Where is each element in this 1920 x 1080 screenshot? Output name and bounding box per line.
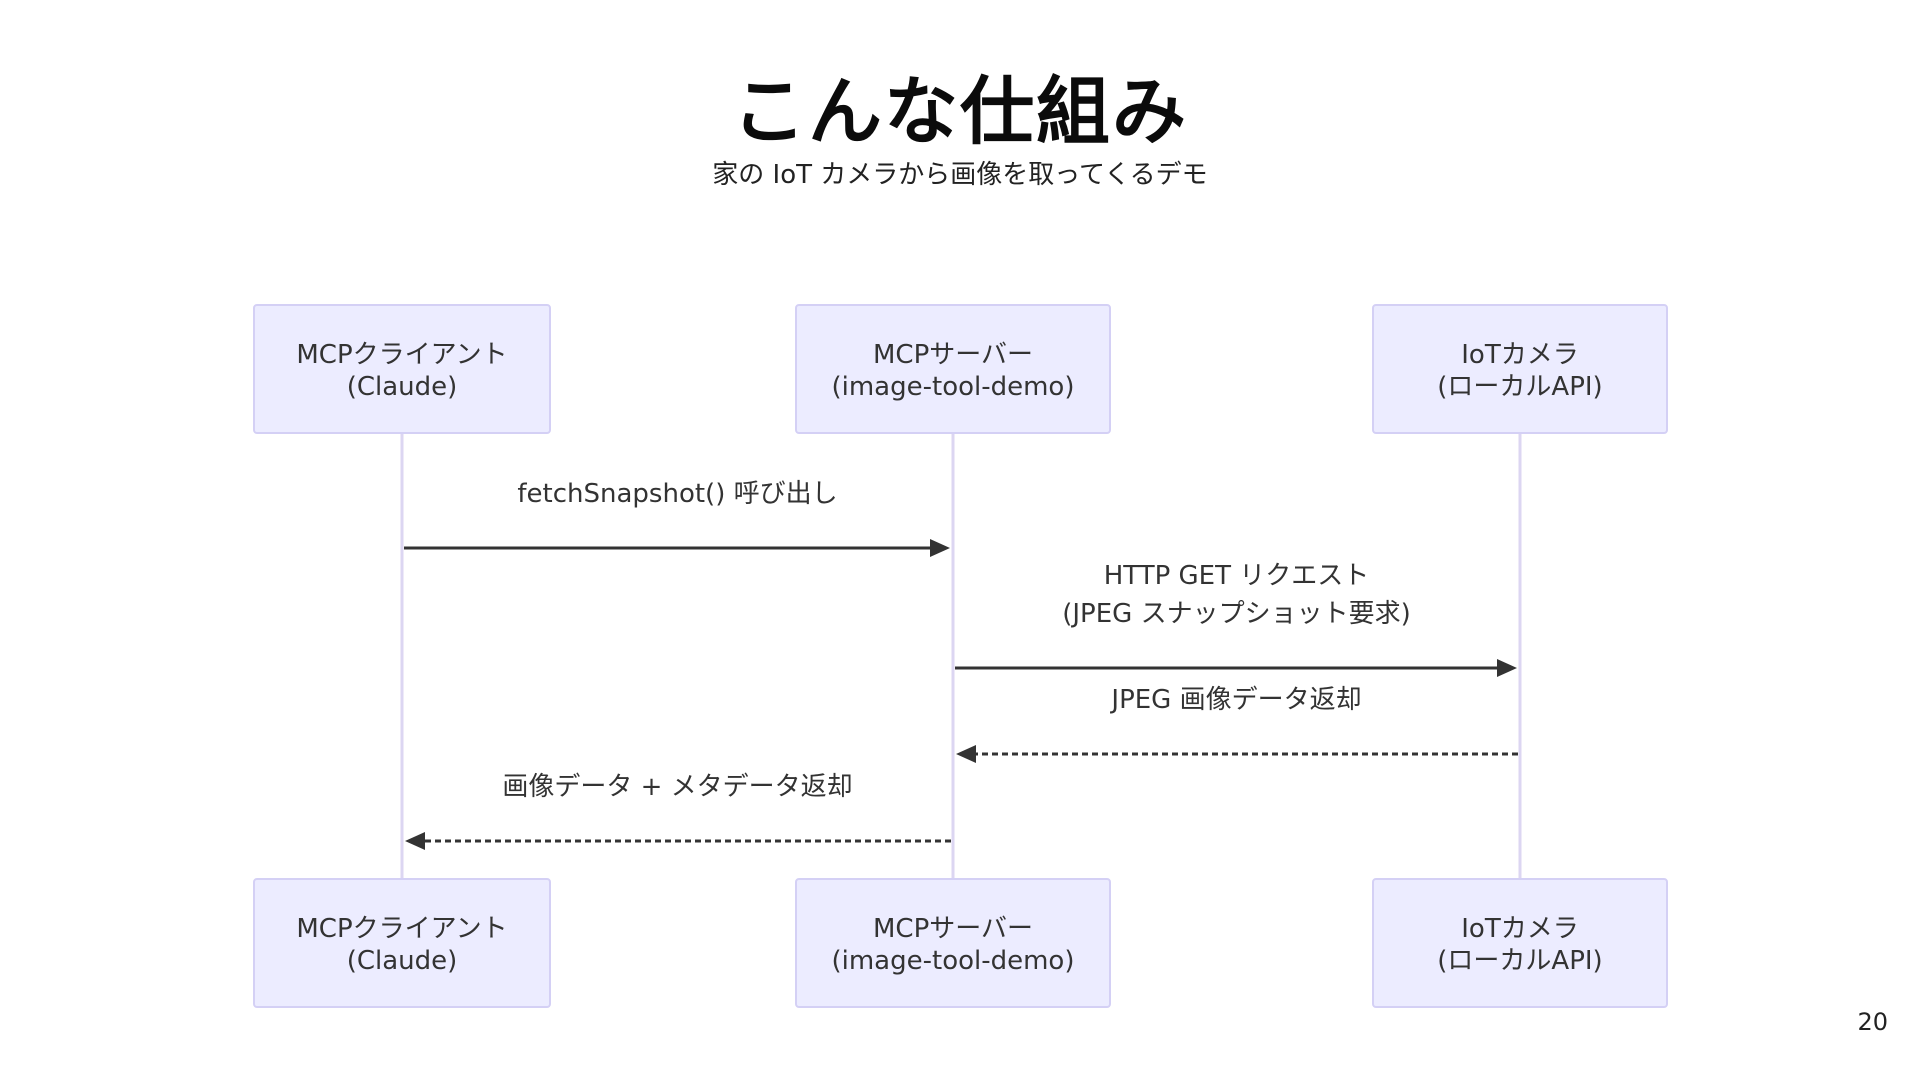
slide-title: こんな仕組み xyxy=(732,69,1188,155)
participant-box-camera-bottom xyxy=(1372,878,1668,1008)
participant-name-camera-bottom: IoTカメラ xyxy=(1461,914,1578,944)
message-label-1: fetchSnapshot() 呼び出し xyxy=(517,479,837,509)
participant-box-camera-top xyxy=(1372,304,1668,434)
message-label-2-line-2: (JPEG スナップショット要求) xyxy=(1062,599,1410,629)
participant-detail-server-top: (image-tool-demo) xyxy=(831,372,1074,402)
arrowhead-1 xyxy=(930,539,950,557)
participant-name-camera-top: IoTカメラ xyxy=(1461,340,1578,370)
arrowhead-4 xyxy=(405,832,425,850)
participant-box-client-top xyxy=(253,304,551,434)
message-label-4: 画像データ + メタデータ返却 xyxy=(502,772,852,802)
page-number: 20 xyxy=(1857,1008,1888,1036)
participant-box-server-top xyxy=(795,304,1111,434)
participant-box-client-bottom xyxy=(253,878,551,1008)
slide-subtitle: 家の IoT カメラから画像を取ってくるデモ xyxy=(712,160,1208,190)
participant-box-server-bottom xyxy=(795,878,1111,1008)
participant-detail-camera-top: (ローカルAPI) xyxy=(1437,372,1602,402)
participant-detail-server-bottom: (image-tool-demo) xyxy=(831,946,1074,976)
participant-name-server-bottom: MCPサーバー xyxy=(873,914,1033,944)
message-label-3: JPEG 画像データ返却 xyxy=(1109,685,1361,715)
participant-name-client-bottom: MCPクライアント xyxy=(296,914,507,944)
participant-detail-client-top: (Claude) xyxy=(347,372,458,402)
arrowhead-2 xyxy=(1497,659,1517,677)
participant-detail-client-bottom: (Claude) xyxy=(347,946,458,976)
participant-name-client-top: MCPクライアント xyxy=(296,340,507,370)
participant-name-server-top: MCPサーバー xyxy=(873,340,1033,370)
message-label-2-line-1: HTTP GET リクエスト xyxy=(1104,561,1370,591)
arrowhead-3 xyxy=(956,745,976,763)
participant-detail-camera-bottom: (ローカルAPI) xyxy=(1437,946,1602,976)
